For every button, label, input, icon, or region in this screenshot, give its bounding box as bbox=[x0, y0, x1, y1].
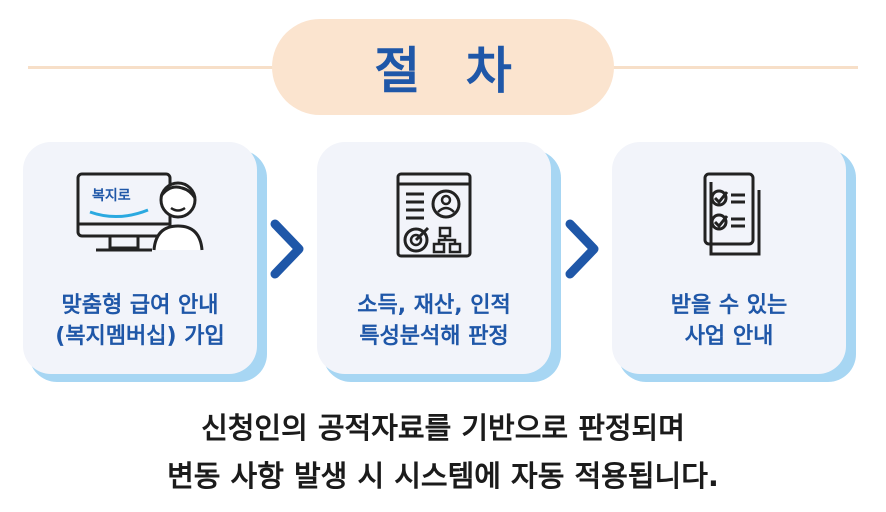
monitor-person-icon: 복지로 bbox=[23, 170, 257, 260]
analysis-document-icon bbox=[317, 170, 551, 260]
title-pill: 절 차 bbox=[272, 19, 614, 115]
step-card-analysis: 소득, 재산, 인적 특성분석해 판정 bbox=[317, 142, 551, 374]
step-label: 소득, 재산, 인적 특성분석해 판정 bbox=[357, 293, 511, 349]
step-card-signup: 복지로 맞춤형 급여 안내 (복지멤버십) 가입 bbox=[23, 142, 257, 374]
chevron-right-icon bbox=[269, 218, 305, 284]
bokjiro-logo-text: 복지로 bbox=[92, 188, 131, 204]
footer-notice: 신청인의 공적자료를 기반으로 판정되며 변동 사항 발생 시 시스템에 자동 … bbox=[0, 404, 886, 500]
chevron-right-icon bbox=[564, 218, 600, 284]
footer-line-2: 변동 사항 발생 시 시스템에 자동 적용됩니다. bbox=[167, 459, 719, 493]
footer-line-1: 신청인의 공적자료를 기반으로 판정되며 bbox=[201, 411, 685, 445]
page-title: 절 차 bbox=[374, 42, 526, 100]
step-label: 받을 수 있는 사업 안내 bbox=[670, 293, 788, 349]
step-label: 맞춤형 급여 안내 (복지멤버십) 가입 bbox=[55, 293, 225, 349]
checklist-icon bbox=[612, 170, 846, 260]
step-card-guide: 받을 수 있는 사업 안내 bbox=[612, 142, 846, 374]
